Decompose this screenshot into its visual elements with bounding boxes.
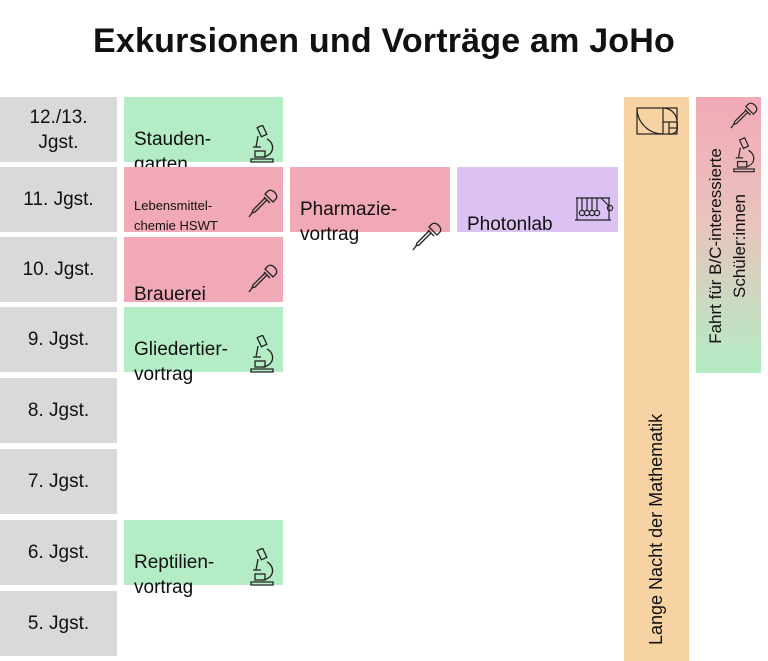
card-label: Lange Nacht der Mathematik (646, 413, 666, 645)
microscope-icon (732, 136, 756, 180)
card-label: Lebensmittel- chemie HSWT (134, 198, 218, 233)
card-gliedertiervortrag: Gliedertier- vortrag (124, 307, 283, 385)
golden-spiral-icon (636, 107, 679, 140)
grade-label-5: 5. Jgst. (0, 591, 117, 656)
card-photonlab: Photonlab (457, 167, 618, 235)
microscope-icon (249, 523, 275, 613)
grade-label-9: 9. Jgst. (0, 307, 117, 372)
page-title: Exkursionen und Vorträge am JoHo (93, 22, 675, 60)
card-label: Gliedertier- vortrag (134, 339, 228, 385)
pipette-icon (730, 101, 758, 136)
pipette-icon (248, 239, 278, 319)
microscope-icon (249, 310, 275, 400)
card-lange-nacht-der-mathematik: Lange Nacht der Mathematik (624, 97, 689, 661)
microscope-icon (249, 100, 275, 190)
card-label: Photonlab (467, 214, 553, 235)
grade-label-12-13: 12./13. Jgst. (0, 97, 117, 162)
card-label: Brauerei (134, 284, 206, 305)
card-fahrt-bc-interessierte: Fahrt für B/C-interessierte Schüler:inne… (696, 97, 761, 373)
grade-label-6: 6. Jgst. (0, 520, 117, 585)
pipette-icon (248, 169, 278, 239)
card-lebensmittelchemie: Lebensmittel- chemie HSWT (124, 167, 283, 233)
grade-label-11: 11. Jgst. (0, 167, 117, 232)
card-reptilienvortrag: Reptilien- vortrag (124, 520, 283, 598)
card-pharmazievortrag: Pharmazie- vortrag (290, 167, 450, 251)
grade-label-10: 10. Jgst. (0, 237, 117, 302)
card-label: Pharmazie- vortrag (300, 199, 398, 245)
card-brauerei: Brauerei (124, 237, 283, 305)
card-staudengarten: Stauden- garten (124, 97, 283, 175)
grade-label-7: 7. Jgst. (0, 449, 117, 514)
pipette-icon (412, 197, 442, 277)
newtons-cradle-icon (574, 171, 614, 249)
grade-label-8: 8. Jgst. (0, 378, 117, 443)
card-label: Reptilien- vortrag (134, 552, 215, 598)
